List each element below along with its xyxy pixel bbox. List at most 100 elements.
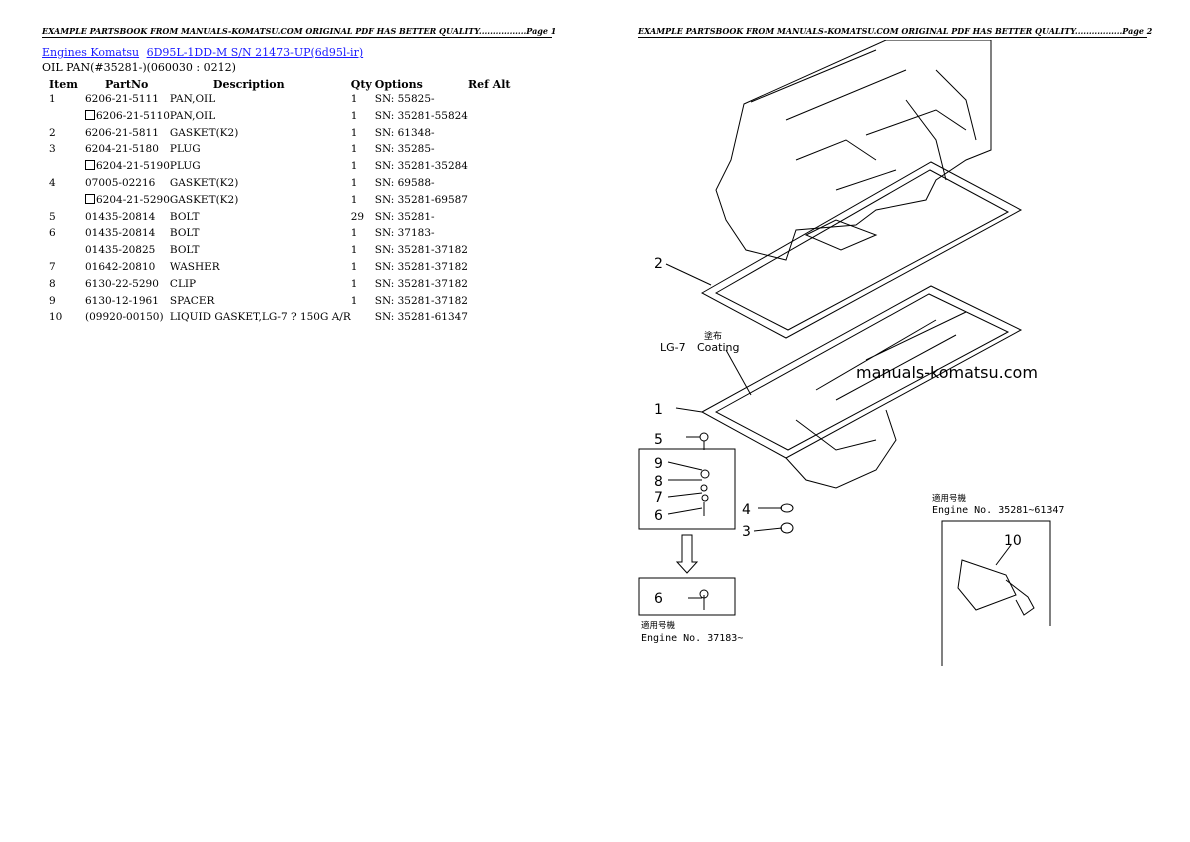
cell-options-text: SN: 69588- [374,176,435,189]
cell-options-text: SN: 61348- [374,126,435,139]
col-partno: PartNo [105,78,149,91]
cell-qty: 1 [351,110,375,127]
col-qty: Qty [350,78,372,91]
cell-options: SN: 35285- [375,143,468,160]
cell-options: SN: 35281-37182 [375,261,468,278]
col-options: Options [374,78,423,91]
cell-refalt [468,278,518,295]
cell-partno: 6204-21-5190 [85,160,170,177]
cell-description: LIQUID GASKET,LG-7 ? 150G A/R [170,311,351,328]
cell-qty-text: 29 [350,210,365,223]
page-subtitle: OIL PAN(#35281-)(060030 : 0212) [42,61,236,74]
cell-options-text: SN: 35281-35284 [374,160,468,173]
cell-refalt [468,110,518,127]
cell-options-text: SN: 35281- [374,210,435,223]
checkbox-icon [85,160,95,171]
cell-qty-text: 1 [350,160,358,173]
parts-table-header: Item PartNo Description Qty Options Ref … [42,76,518,93]
cell-partno-text: 6130-12-1961 [85,294,159,307]
cell-description: PAN,OIL [170,93,351,110]
cell-options: SN: 69588- [375,177,468,194]
cell-description-text: SPACER [169,294,215,307]
cell-item-text: 1 [49,93,56,105]
cell-refalt [468,311,518,328]
cell-qty: 1 [351,177,375,194]
cell-description: PAN,OIL [170,110,351,127]
cell-description-text: PAN,OIL [169,109,216,122]
cell-qty: 1 [351,244,375,261]
page-header-right: EXAMPLE PARTSBOOK FROM MANUALS-KOMATSU.C… [638,26,1153,38]
detail-box-bolt-assembly [638,448,736,530]
cell-refalt [468,177,518,194]
cell-refalt [468,211,518,228]
cell-qty-text: 1 [350,260,358,273]
cell-options: SN: 35281-35284 [375,160,468,177]
cell-options: SN: 35281-61347 [375,311,468,328]
cell-partno-text: 6204-21-5290 [96,193,170,206]
callout-9: 9 [654,456,663,472]
callout-7: 7 [654,490,663,506]
cell-description-text: BOLT [169,210,200,223]
detail-box-bolt-new [638,577,736,616]
cell-item-text: 2 [49,126,56,139]
cell-options: SN: 35281-69587 [375,194,468,211]
cell-item: 2 [42,127,85,144]
cell-qty: 1 [351,261,375,278]
cell-options-text: SN: 35281-37182 [374,277,468,290]
col-description: Description [212,78,285,91]
cell-options-text: SN: 35281-37182 [374,260,468,273]
cell-qty: 1 [351,143,375,160]
cell-item: 1 [42,93,85,110]
cell-qty: 1 [351,295,375,312]
cell-description: GASKET(K2) [170,127,351,144]
cell-partno: (09920-00150) [85,311,170,328]
arrow-down-icon [675,534,699,574]
coating-en-label: Coating [697,341,739,354]
cell-refalt [468,127,518,144]
cell-qty: 1 [351,194,375,211]
applicability-jp-1: 適用号機 [932,493,967,504]
cell-refalt [468,93,518,110]
cell-item: 6 [42,227,85,244]
cell-item: 5 [42,211,85,228]
cell-partno: 6206-21-5811 [85,127,170,144]
oil-pan-drawing [700,285,1023,489]
breadcrumb-link-model[interactable]: 6D95L-1DD-M S/N 21473-UP(6d95l-ir) [146,46,364,59]
cell-refalt [468,227,518,244]
cell-qty-text: 1 [350,109,358,122]
cell-item: 10 [42,311,85,328]
cell-description: SPACER [170,295,351,312]
cell-options-text: SN: 35281-55824 [374,109,468,122]
cell-qty: 1 [351,278,375,295]
cell-item [42,110,85,127]
cell-description: BOLT [170,244,351,261]
cell-item-text: 3 [49,143,56,156]
cell-item: 4 [42,177,85,194]
cell-description: PLUG [170,143,351,160]
cell-options-text: SN: 35285- [374,143,435,156]
cell-description-text: BOLT [169,244,200,257]
cell-partno: 01435-20814 [85,227,170,244]
cell-options: SN: 35281-37182 [375,278,468,295]
cell-description-text: PAN,OIL [169,93,216,105]
cell-item: 3 [42,143,85,160]
cell-partno-text: 01435-20814 [85,227,156,240]
cell-options-text: SN: 35281-69587 [374,193,468,206]
cell-options-text: SN: 35281-37182 [374,244,468,257]
cell-item-text: 5 [49,210,56,223]
cell-item-text: 4 [49,176,56,189]
cell-qty-text: 1 [350,294,358,307]
cell-description-text: LIQUID GASKET,LG-7 ? 150G A/R [169,311,351,324]
cell-refalt [468,143,518,160]
cell-refalt [468,244,518,261]
cell-qty: 29 [351,211,375,228]
breadcrumb-link-engines[interactable]: Engines Komatsu [42,46,140,59]
cell-options-text: SN: 55825- [374,93,435,105]
